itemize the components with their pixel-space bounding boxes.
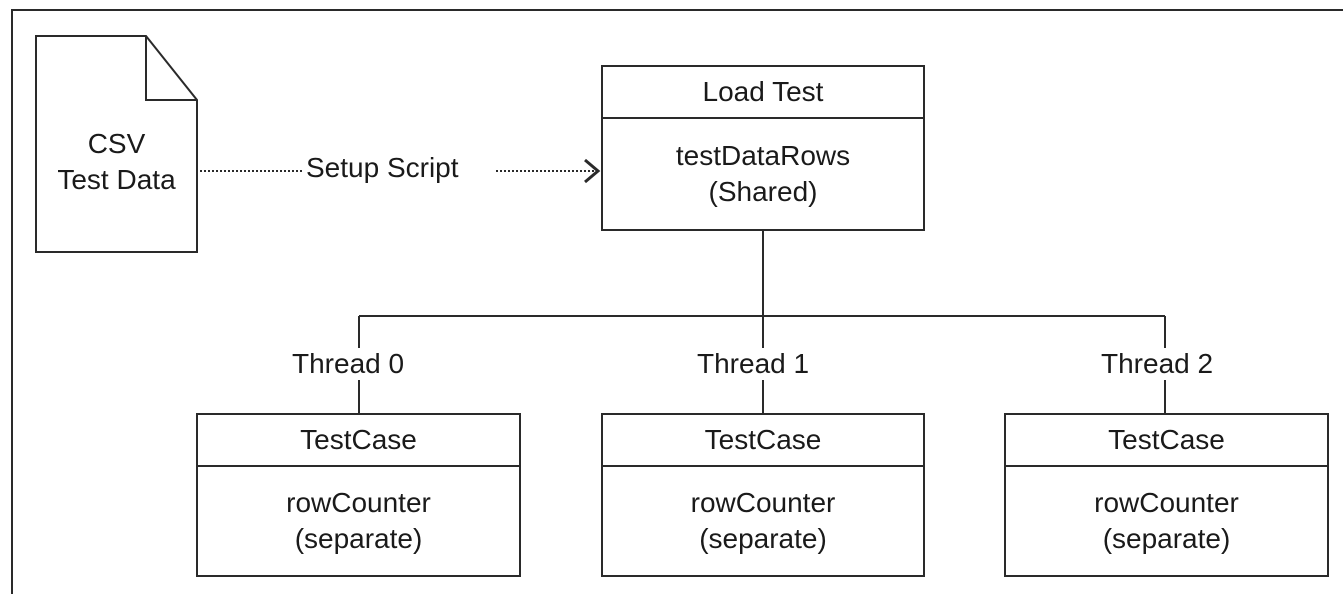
testcase-1-body-line-2: (separate) xyxy=(699,523,827,554)
csv-document-label: CSV Test Data xyxy=(36,126,197,198)
testcase-body-2: rowCounter (separate) xyxy=(1006,467,1327,575)
testcase-body-1: rowCounter (separate) xyxy=(603,467,923,575)
testcase-title-0: TestCase xyxy=(198,415,519,467)
document-line-2: Test Data xyxy=(57,164,176,195)
setup-script-label: Setup Script xyxy=(306,152,459,184)
thread-1-label: Thread 1 xyxy=(697,348,810,380)
arrowhead-icon xyxy=(584,158,601,184)
document-line-1: CSV xyxy=(87,128,146,159)
testcase-0-body-line-2: (separate) xyxy=(294,523,423,554)
testcase-title-2: TestCase xyxy=(1006,415,1327,467)
document-fold-icon xyxy=(145,36,197,101)
load-test-body-line-2: (Shared) xyxy=(708,176,818,207)
load-test-box: Load Test testDataRows (Shared) xyxy=(601,65,925,231)
testcase-title-1: TestCase xyxy=(603,415,923,467)
load-test-body-line-1: testDataRows xyxy=(675,140,851,171)
testcase-box-0: TestCase rowCounter (separate) xyxy=(196,413,521,577)
csv-document-shape xyxy=(35,35,198,253)
testcase-2-body-line-2: (separate) xyxy=(1102,523,1231,554)
testcase-body-0: rowCounter (separate) xyxy=(198,467,519,575)
testcase-2-body-line-1: rowCounter xyxy=(1094,487,1239,518)
thread-0-label: Thread 0 xyxy=(292,348,405,380)
load-test-title: Load Test xyxy=(603,67,923,119)
testcase-0-body-line-1: rowCounter xyxy=(286,487,431,518)
frame-border xyxy=(11,9,1343,594)
testcase-box-2: TestCase rowCounter (separate) xyxy=(1004,413,1329,577)
testcase-1-body-line-1: rowCounter xyxy=(690,487,836,518)
thread-2-label: Thread 2 xyxy=(1101,348,1214,380)
load-test-body: testDataRows (Shared) xyxy=(603,119,923,229)
testcase-box-1: TestCase rowCounter (separate) xyxy=(601,413,925,577)
